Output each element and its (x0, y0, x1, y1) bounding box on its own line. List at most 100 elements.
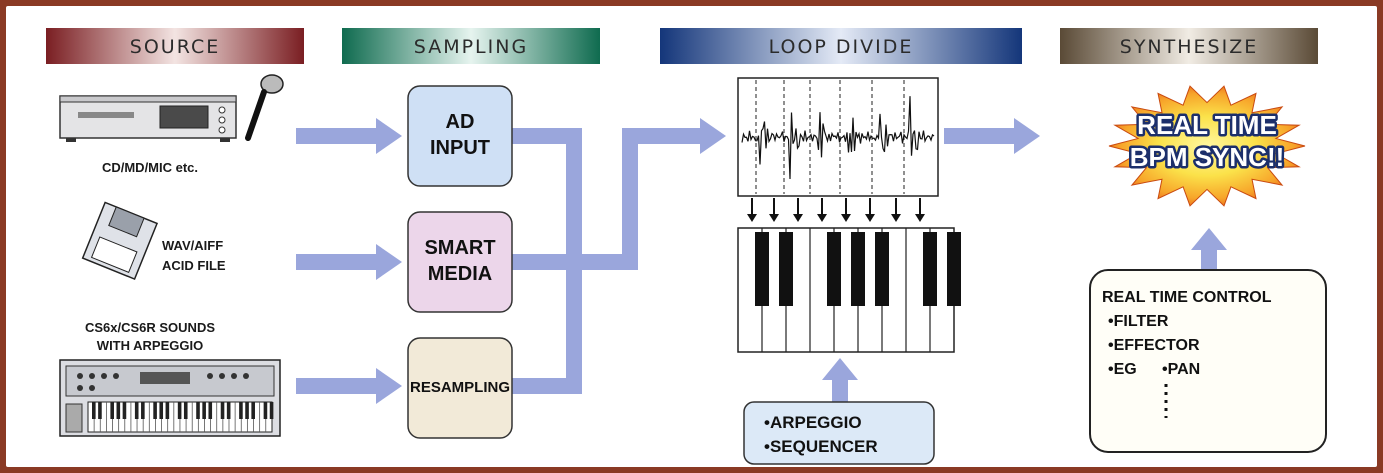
slice-arrow-head (769, 214, 779, 222)
synth-black-key (226, 402, 231, 419)
synth-black-key (196, 402, 200, 419)
synth-black-key (183, 402, 188, 419)
control-pan: •PAN (1162, 361, 1200, 378)
arrow-head-loop (700, 118, 726, 154)
arpeggio-label: •ARPEGGIO (764, 413, 862, 432)
real-time-control-box: REAL TIME CONTROL •FILTER •EFFECTOR •EG … (1089, 269, 1327, 453)
synth-black-key (134, 402, 139, 419)
microphone-icon (245, 74, 284, 141)
slice-arrow-head (841, 214, 851, 222)
black-key (875, 232, 889, 306)
black-key (851, 232, 865, 306)
slice-arrow-head (891, 214, 901, 222)
synth-black-key (110, 402, 114, 419)
control-filter: •FILTER (1108, 313, 1169, 330)
burst-shape (1108, 85, 1306, 207)
merge-resampling (512, 378, 582, 394)
black-key (923, 232, 937, 306)
synth-black-key (202, 402, 206, 419)
merge-smart (512, 254, 638, 270)
synth-black-key (98, 402, 102, 419)
header-source: SOURCE (46, 28, 304, 64)
slice-arrow-head (817, 214, 827, 222)
synth-black-key (177, 402, 182, 419)
smart-media-box: SMART MEDIA (407, 211, 513, 313)
burst-line2: BPM SYNC!! (1130, 142, 1285, 172)
control-effector: •EFFECTOR (1108, 337, 1200, 354)
synth-black-key (116, 402, 121, 419)
arpeggio-box: •ARPEGGIO •SEQUENCER (743, 401, 935, 465)
control-title: REAL TIME CONTROL (1102, 289, 1272, 306)
arrow-shaft-synth-out (944, 128, 1016, 144)
arrow-head-arp (822, 358, 858, 380)
ad-input-line2: INPUT (430, 137, 490, 159)
arrow-head-file (376, 244, 402, 280)
black-key (827, 232, 841, 306)
slice-arrow-head (865, 214, 875, 222)
synth-black-key (153, 402, 157, 419)
synth-black-key (141, 402, 145, 419)
bpm-sync-burst: REAL TIME BPM SYNC!! (1108, 85, 1306, 207)
arrow-shaft-rtc (1201, 248, 1217, 270)
merge-ad (512, 128, 582, 144)
control-eg: •EG (1108, 361, 1137, 378)
arrow-shaft-synth (296, 378, 378, 394)
black-key (779, 232, 793, 306)
synth-label-2: WITH ARPEGGIO (97, 338, 203, 353)
black-key (755, 232, 769, 306)
arrow-head-synth-out (1014, 118, 1040, 154)
flow-arrows (296, 118, 1227, 404)
smart-media-line2: MEDIA (428, 263, 492, 285)
synth-label-1: CS6x/CS6R SOUNDS (85, 320, 215, 335)
merge-up (622, 128, 638, 270)
header-source-label: SOURCE (130, 36, 220, 58)
resampling-box: RESAMPLING (407, 337, 513, 439)
keyboard-panel (737, 227, 961, 353)
header-loop-divide: LOOP DIVIDE (660, 28, 1022, 64)
arrow-shaft-arp (832, 378, 848, 404)
sequencer-label: •SEQUENCER (764, 437, 878, 456)
slice-arrow-head (793, 214, 803, 222)
synth-black-key (251, 402, 255, 419)
arrow-shaft-file (296, 254, 378, 270)
arrow-head-rtc (1191, 228, 1227, 250)
file-label-1: WAV/AIFF (162, 238, 223, 253)
cd-player-icon (59, 95, 237, 142)
header-sampling: SAMPLING (342, 28, 600, 64)
keyboard-keys (755, 228, 961, 352)
synth-black-key (159, 402, 164, 419)
synth-keys (92, 402, 274, 432)
synth-black-key (239, 402, 243, 419)
synth-black-key (263, 402, 268, 419)
floppy-disk-icon (81, 201, 159, 281)
synthesizer-icon (59, 359, 281, 437)
arrow-shaft-cd (296, 128, 378, 144)
resampling-label: RESAMPLING (410, 379, 510, 396)
arrow-head-cd (376, 118, 402, 154)
slice-arrows (747, 198, 925, 222)
ad-input-box: AD INPUT (407, 85, 513, 187)
slice-arrow-head (747, 214, 757, 222)
header-synthesize-label: SYNTHESIZE (1120, 36, 1258, 58)
waveform-line (741, 96, 935, 180)
cd-label: CD/MD/MIC etc. (102, 160, 198, 175)
slice-arrow-head (915, 214, 925, 222)
header-synthesize: SYNTHESIZE (1060, 28, 1318, 64)
synth-black-key (208, 402, 213, 419)
synth-black-key (245, 402, 249, 419)
synth-black-key (165, 402, 170, 419)
arrow-head-synth (376, 368, 402, 404)
black-key (947, 232, 961, 306)
synth-black-key (92, 402, 96, 419)
header-loop-divide-label: LOOP DIVIDE (769, 36, 914, 58)
file-label-2: ACID FILE (162, 258, 226, 273)
header-sampling-label: SAMPLING (414, 36, 528, 58)
synth-black-key (220, 402, 225, 419)
arrow-shaft-loop (622, 128, 702, 144)
waveform-panel (737, 77, 939, 222)
smart-media-line1: SMART (424, 237, 495, 259)
burst-line1: REAL TIME (1137, 110, 1277, 140)
ad-input-line1: AD (446, 111, 475, 133)
